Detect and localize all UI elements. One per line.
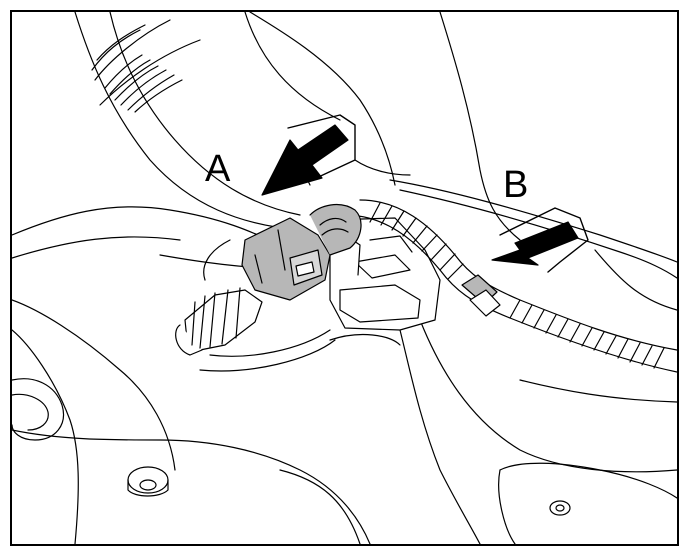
connector-b [461, 274, 501, 317]
oxygen-sensor [175, 287, 336, 372]
callout-b: B [503, 164, 529, 206]
arrow-b [491, 207, 589, 273]
connector-bracket [329, 217, 441, 331]
mounting-bolt-left [127, 466, 169, 497]
figure-frame [10, 10, 679, 546]
body-panel-lines [12, 12, 677, 544]
connector-a [241, 203, 362, 301]
arrow-a [261, 114, 356, 196]
corrugated-hose-upper [91, 19, 201, 113]
callout-a: A [205, 148, 231, 190]
mounting-bolt-right [549, 500, 571, 516]
